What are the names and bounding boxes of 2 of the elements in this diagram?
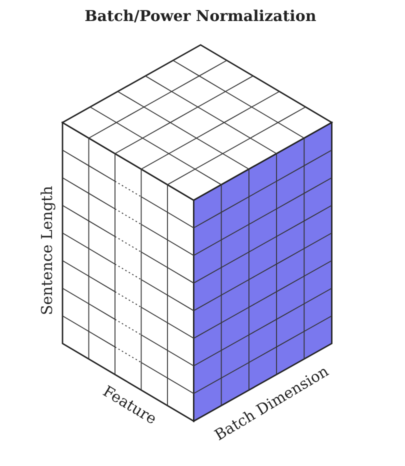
diagram-title: Batch/Power Normalization: [84, 8, 316, 24]
axis-label: Sentence Length: [40, 186, 55, 315]
